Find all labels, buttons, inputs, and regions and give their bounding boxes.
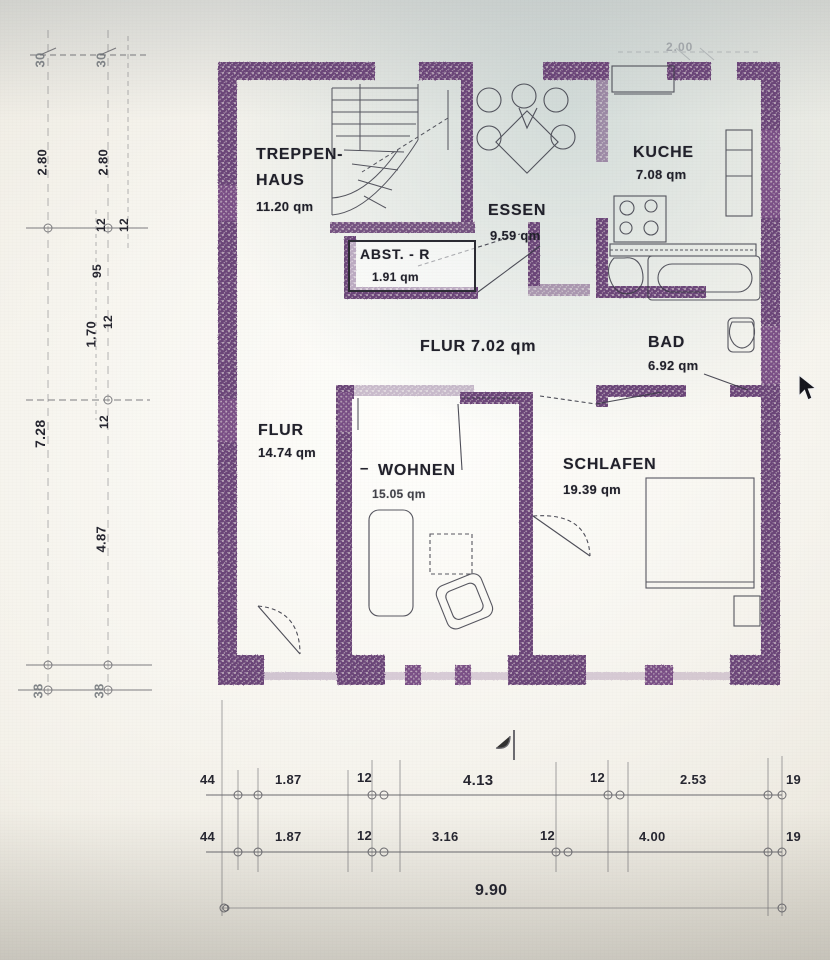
dim-l-outer-3: 1.70: [83, 320, 99, 348]
room-label-wohnen: WOHNEN: [378, 462, 456, 479]
dim-l-inner-3: 38: [91, 683, 107, 699]
dim-l-outer-6: 38: [30, 683, 46, 699]
room-area-abstellraum: 1.91 qm: [372, 270, 419, 284]
dim-b1-1: 1.87: [275, 772, 302, 787]
dim-b1-6: 19: [786, 772, 802, 787]
room-label-abstellraum: ABST. - R: [360, 246, 431, 262]
door-leaf-bedroom: [532, 515, 591, 557]
door-leaf-entry: [257, 605, 301, 655]
dim-b2-6: 19: [786, 829, 802, 844]
dim-b1-0: 44: [200, 772, 216, 787]
fixture-group: [331, 65, 761, 630]
dim-l-inner-1: 2.80: [95, 148, 111, 176]
door-leaf-bath: [595, 391, 663, 405]
room-label-essen: ESSEN: [488, 202, 547, 219]
hall-closet-icon: [338, 392, 359, 432]
door-leaf-bad2: [703, 373, 749, 391]
door-leaf-abst: [477, 245, 541, 293]
dimension-lines-top: [618, 47, 760, 61]
dim-b1-5: 2.53: [680, 772, 707, 787]
room-area-schlafen: 19.39 qm: [563, 482, 622, 497]
abstellraum-box: [348, 240, 476, 292]
room-label-flur-mitte: FLUR 7.02 qm: [420, 338, 537, 355]
bathroom-fixtures-icon: [607, 255, 761, 353]
dim-b2-2: 12: [357, 828, 373, 843]
dim-l-seg12b: 12: [97, 415, 111, 429]
dim-l-outer-4: 12: [101, 315, 115, 329]
dim-l-outer-5: 95: [90, 264, 104, 278]
dim-b2-3: 3.16: [432, 829, 459, 844]
dim-b2-1: 1.87: [275, 829, 302, 844]
room-area-wohnen: 15.05 qm: [372, 487, 426, 501]
dim-b1-4: 12: [590, 770, 606, 785]
room-area-bad: 6.92 qm: [648, 358, 699, 373]
dim-b1-2: 12: [357, 770, 373, 785]
dim-b2-4: 12: [540, 828, 556, 843]
room-area-kuche: 7.08 qm: [636, 167, 687, 182]
room-label-kuche: KUCHE: [633, 144, 694, 161]
wohnen-dash: –: [360, 460, 370, 477]
room-area-flur: 14.74 qm: [258, 445, 317, 460]
room-label-schlafen: SCHLAFEN: [563, 456, 657, 473]
dim-b2-5: 4.00: [639, 829, 666, 844]
living-furniture-icon: [368, 509, 494, 630]
dimension-lines-left: [18, 30, 230, 912]
room-label-bad: BAD: [648, 334, 686, 351]
wall-group-exterior: [218, 62, 780, 685]
dim-l-inner-0: 30: [93, 52, 109, 68]
dim-bottom-total: 9.90: [475, 882, 508, 899]
room-label-flur: FLUR: [258, 422, 304, 439]
dining-set-icon: [476, 83, 576, 174]
dim-l-outer-1: 2.80: [34, 148, 50, 176]
wall-group-interior: [330, 62, 764, 675]
dim-top-faint-0: 2.00: [666, 40, 694, 54]
dim-l-outer-2: 12: [94, 218, 108, 232]
dim-b2-0: 44: [200, 829, 216, 844]
staircase-icon: [331, 84, 449, 216]
bedroom-furniture-icon: [645, 477, 761, 627]
room-area-treppenhaus: 11.20 qm: [256, 199, 314, 214]
dim-b1-3: 4.13: [463, 772, 494, 789]
room-label-treppenhaus-line2: HAUS: [256, 172, 305, 189]
dim-l-segment: 4.87: [93, 525, 109, 553]
room-area-essen: 9.59 qm: [490, 228, 541, 243]
dimension-lines-bottom: [206, 700, 787, 916]
dim-l-inner-2: 12: [117, 218, 131, 232]
room-label-treppenhaus: TREPPEN-: [256, 146, 344, 163]
door-leaf-living: [457, 403, 463, 471]
dim-l-outer-0: 30: [32, 52, 48, 68]
dim-l-total: 7.28: [32, 419, 48, 448]
